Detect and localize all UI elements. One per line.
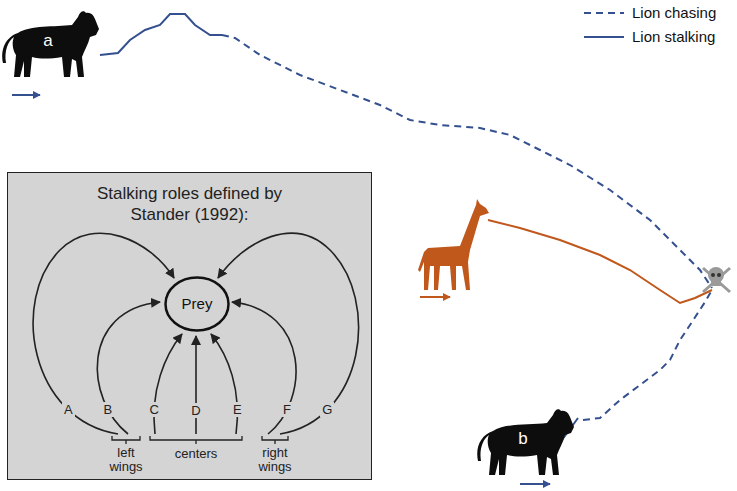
label-slot: D (189, 403, 202, 418)
role-letter: C (148, 402, 161, 417)
bracket (112, 436, 140, 444)
bracket (262, 436, 288, 444)
lion-body (2, 11, 99, 77)
lion-body (477, 409, 574, 475)
direction-arrow (520, 483, 550, 485)
role-group-label: centers (164, 447, 228, 461)
legend-entry: Lion chasing (582, 3, 716, 23)
label-slot: G (320, 402, 334, 417)
stalking-route (100, 14, 222, 55)
skull-icon (703, 267, 730, 292)
prey-ellipse (166, 278, 229, 331)
legend-label: Lion chasing (632, 4, 716, 22)
role-arrow (97, 302, 160, 434)
label-slot: left wings (104, 446, 148, 474)
role-letter: F (281, 402, 293, 417)
label-slot: A (62, 402, 75, 417)
role-group-label: left wings (104, 446, 148, 474)
chasing-route (583, 290, 712, 420)
role-letter: D (189, 403, 202, 418)
legend-entry: Lion stalking (582, 27, 715, 47)
role-arrow (154, 334, 182, 434)
role-arrow (195, 336, 197, 434)
panel-ground (7, 172, 372, 480)
skull-jaw (711, 280, 721, 286)
lion-figure: a (0, 5, 100, 80)
lion-letter: b (505, 430, 541, 448)
role-letter: G (320, 402, 334, 417)
legend-label: Lion stalking (632, 28, 715, 46)
bracket (150, 436, 242, 444)
label-slot: F (281, 402, 293, 417)
roles-panel: Stalking roles defined by Stander (1992)… (7, 172, 372, 480)
giraffe-figure (418, 199, 489, 290)
role-arrows (33, 233, 358, 434)
label-slot: E (231, 402, 244, 417)
direction-arrow (12, 94, 40, 96)
label-slot: centers (164, 447, 228, 461)
bone (703, 268, 730, 292)
legend-line (584, 12, 624, 14)
bone (703, 268, 730, 292)
prey-circle: Prey (164, 276, 230, 332)
role-letter: A (62, 402, 75, 417)
legend-line-sample (582, 3, 626, 23)
role-arrow (218, 233, 359, 434)
role-brackets (112, 436, 288, 444)
lion-letter: a (30, 32, 66, 50)
role-arrow (232, 302, 296, 434)
prey-label: Prey (182, 295, 213, 313)
legend-line (584, 36, 624, 38)
direction-arrow (420, 296, 450, 298)
label-slot: C (148, 402, 161, 417)
role-arrow (211, 334, 237, 434)
legend-line-sample (582, 27, 626, 47)
role-letter: E (231, 402, 244, 417)
role-letter: B (102, 402, 115, 417)
label-slot: right wings (253, 446, 297, 474)
lion-figure: b (475, 403, 575, 478)
role-group-label: right wings (253, 446, 297, 474)
skull-eye (717, 273, 721, 277)
role-arrow (33, 233, 174, 434)
skull-eye (711, 273, 715, 277)
label-slot: B (102, 402, 115, 417)
panel-heading: Stalking roles defined by Stander (1992)… (74, 183, 306, 225)
giraffe-route (488, 220, 712, 303)
